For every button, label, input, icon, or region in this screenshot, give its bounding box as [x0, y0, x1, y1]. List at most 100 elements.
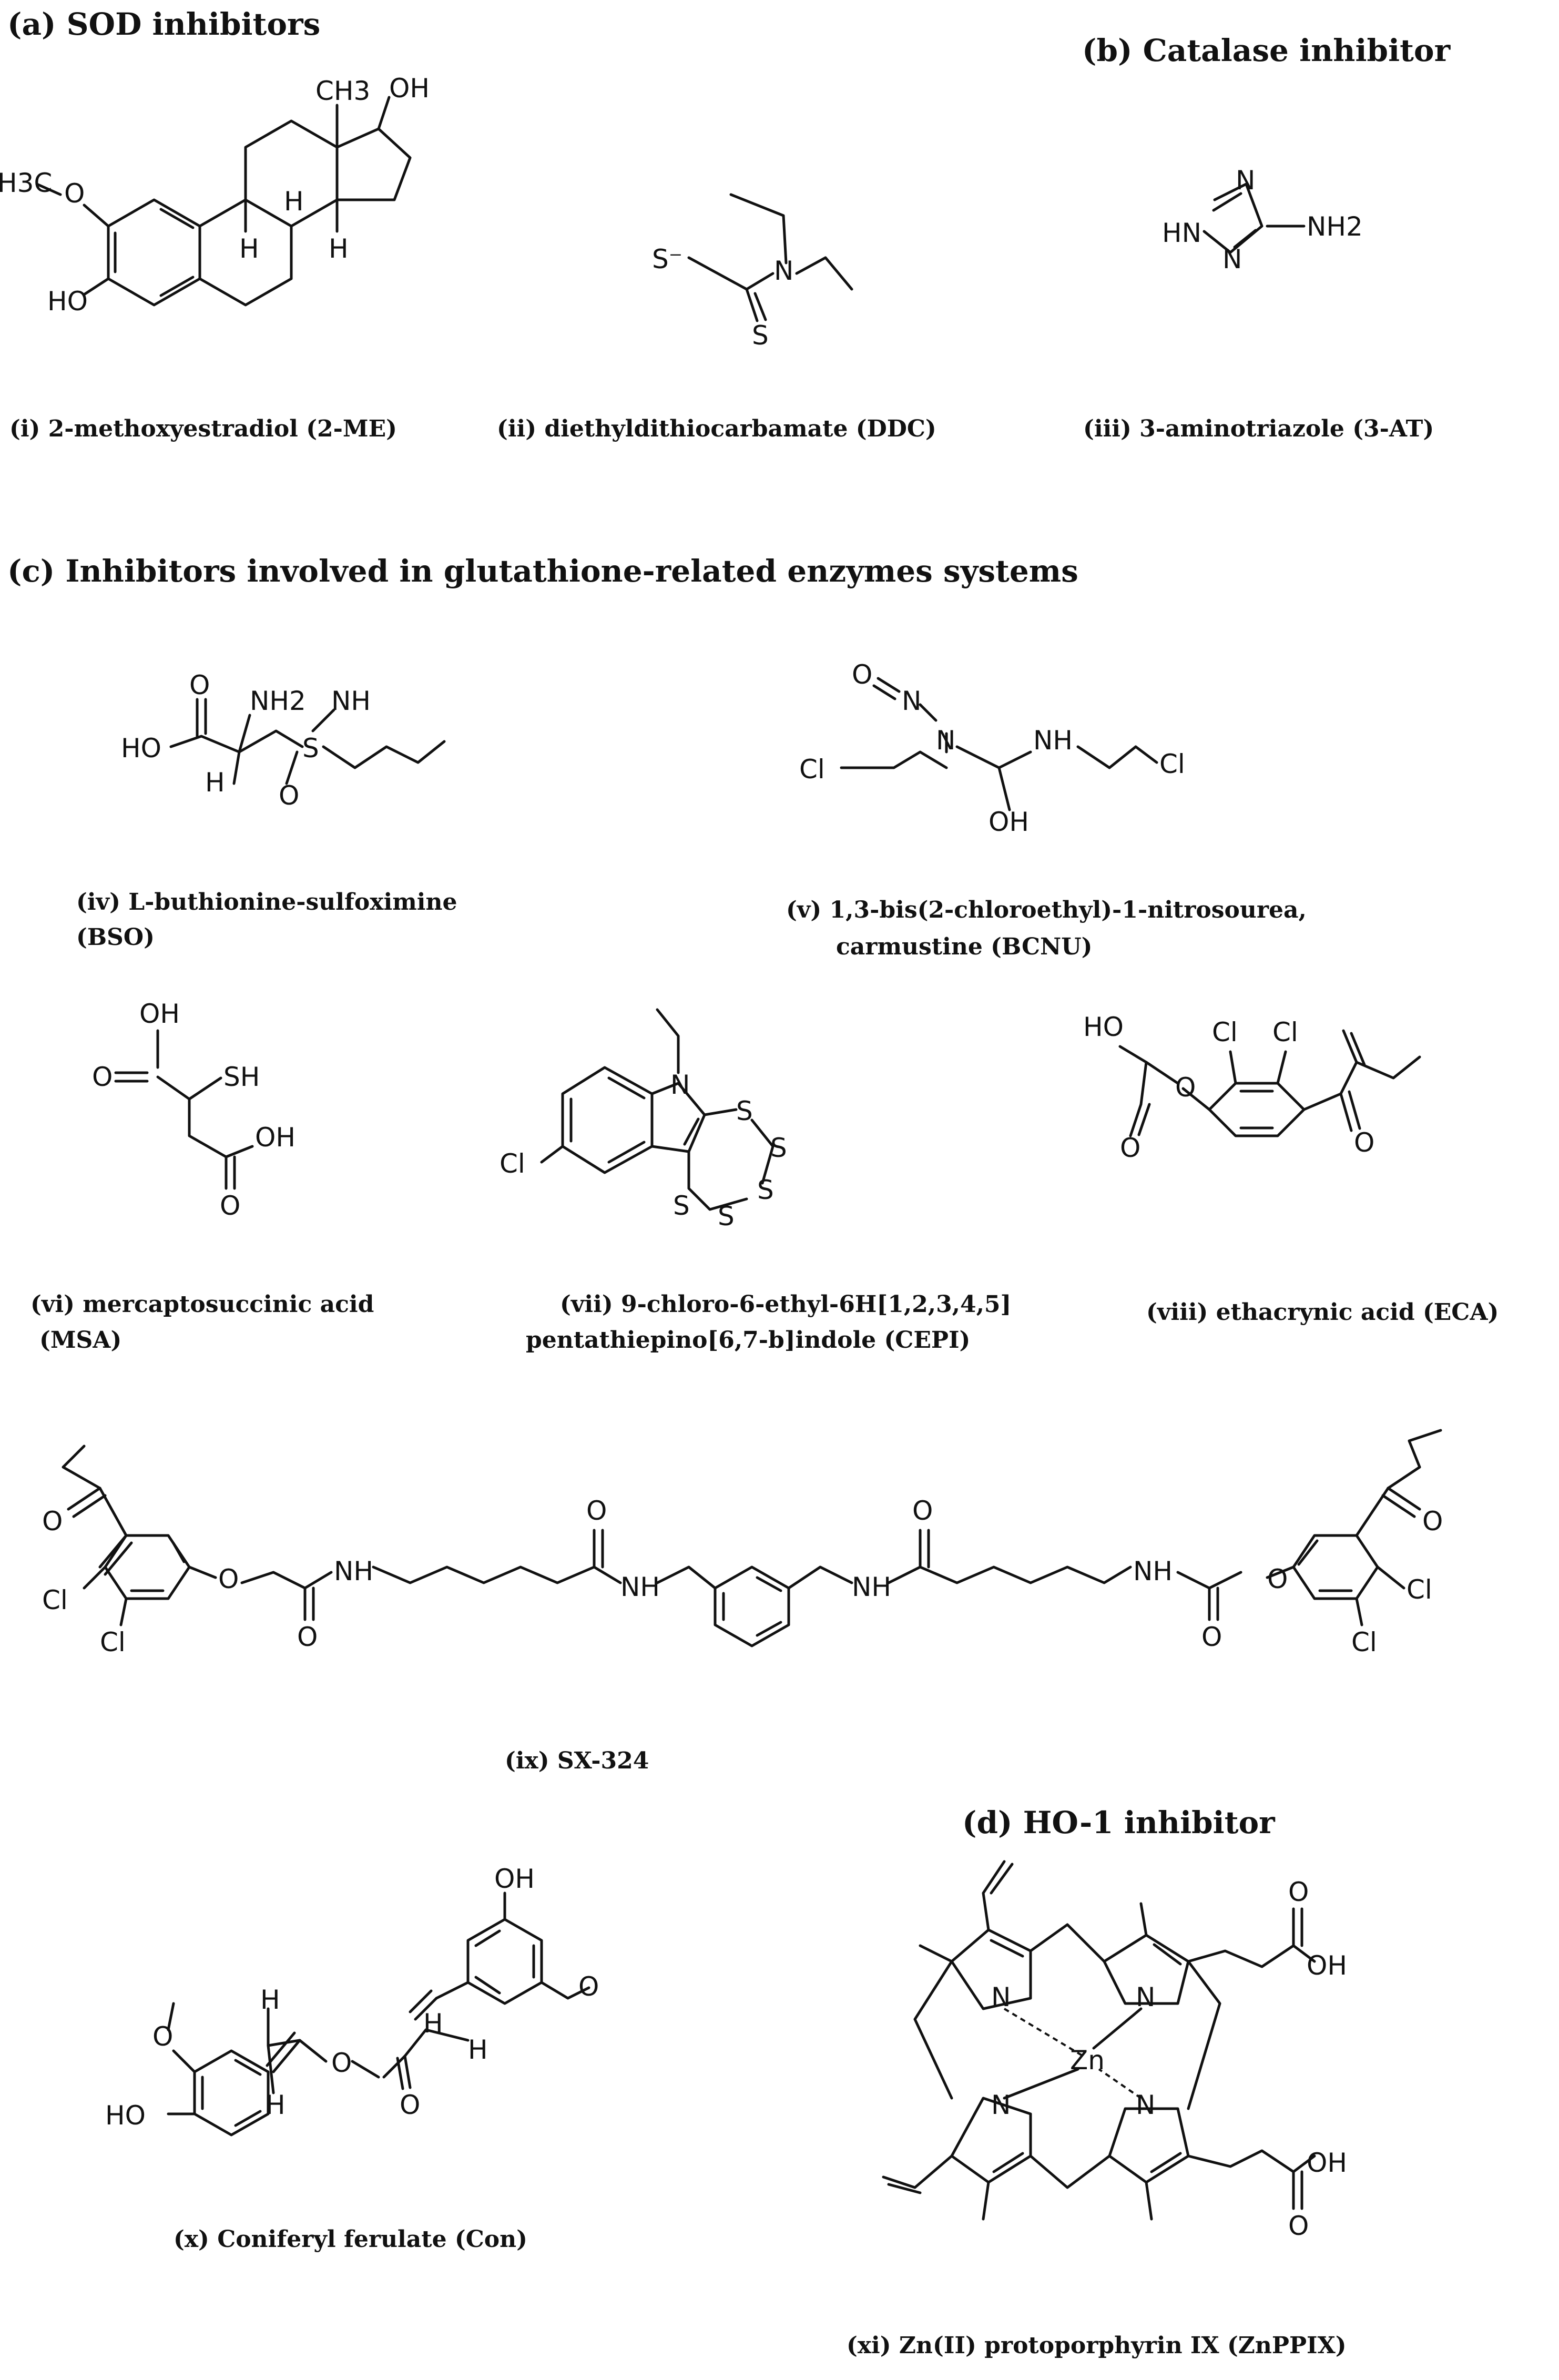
atom-cl: Cl	[799, 754, 825, 785]
caption-iv-line1: (iv) L-buthionine-sulfoximine	[76, 889, 457, 916]
atom-o: O	[578, 1971, 599, 2002]
atom-cl: Cl	[500, 1148, 525, 1179]
atom-n: N	[991, 1982, 1011, 2012]
atom-n: N	[1222, 244, 1242, 274]
atom-h: H	[468, 2035, 488, 2065]
section-title-glutathione: (c) Inhibitors involved in glutathione-r…	[7, 553, 1078, 589]
atom-oh: OH	[255, 1122, 296, 1153]
atom-oh: OH	[989, 807, 1029, 837]
atom-n: N	[1136, 1982, 1155, 2012]
atom-n: N	[902, 686, 921, 716]
atom-n: N	[991, 2090, 1011, 2120]
atom-nh: NH	[620, 1572, 660, 1602]
atom-cl: Cl	[100, 1627, 126, 1657]
atom-s: S	[770, 1133, 787, 1163]
atom-cl: Cl	[1159, 749, 1185, 779]
atom-o: O	[92, 1062, 113, 1092]
structure-3-aminotriazole: N N HN NH2	[1162, 165, 1388, 284]
atom-h: H	[284, 186, 304, 217]
atom-h: H	[205, 767, 225, 798]
atom-o: O	[42, 1506, 63, 1537]
atom-o: O	[852, 659, 872, 690]
atom-oh: OH	[389, 73, 430, 104]
atom-cl: Cl	[1212, 1017, 1238, 1047]
atom-h3c: H3C	[0, 168, 52, 198]
structure-msa: OH O SH OH O	[84, 994, 326, 1230]
caption-ii: (ii) diethyldithiocarbamate (DDC)	[497, 415, 936, 442]
atom-n: N	[1236, 165, 1255, 196]
atom-s: S	[752, 320, 769, 351]
atom-n: N	[936, 725, 955, 756]
atom-n: N	[774, 256, 793, 286]
structure-2-methoxyestradiol: H3C O CH3 OH HO H H H	[0, 73, 515, 368]
structure-bcnu: O N N NH Cl Cl OH	[799, 647, 1241, 847]
atom-ho: HO	[47, 286, 88, 317]
caption-vii-line1: (vii) 9-chloro-6-ethyl-6H[1,2,3,4,5]	[560, 1291, 1012, 1318]
atom-cl: Cl	[1407, 1574, 1432, 1605]
caption-iii: (iii) 3-aminotriazole (3-AT)	[1083, 415, 1434, 442]
atom-h: H	[260, 1985, 280, 2015]
atom-nh2: NH2	[1307, 211, 1363, 242]
atom-nh: NH	[331, 686, 371, 716]
atom-cl: Cl	[1351, 1627, 1377, 1657]
atom-o: O	[220, 1191, 240, 1221]
atom-o: O	[1120, 1133, 1140, 1163]
atom-o: O	[1354, 1127, 1374, 1158]
atom-nh2: NH2	[250, 686, 306, 716]
section-title-ho1: (d) HO-1 inhibitor	[962, 1805, 1275, 1840]
atom-ch3: CH3	[315, 76, 370, 106]
atom-o: O	[189, 670, 210, 700]
caption-ix: (ix) SX-324	[505, 1747, 649, 1774]
caption-v-line2: carmustine (BCNU)	[836, 933, 1093, 960]
atom-n: N	[670, 1070, 690, 1100]
atom-o: O	[152, 2021, 173, 2052]
atom-oh: OH	[494, 1864, 535, 1894]
structure-zn-protoporphyrin: N N N N Zn OH O OH O	[862, 1860, 1493, 2314]
caption-viii: (viii) ethacrynic acid (ECA)	[1146, 1299, 1499, 1326]
atom-s: S	[757, 1175, 774, 1205]
atom-oh: OH	[1307, 2148, 1347, 2178]
structure-cepi: N S S S S S Cl	[500, 989, 868, 1262]
atom-sh: SH	[223, 1062, 260, 1092]
atom-s: S	[736, 1096, 753, 1126]
caption-vi-line1: (vi) mercaptosuccinic acid	[30, 1291, 374, 1318]
section-title-sod: (a) SOD inhibitors	[7, 6, 321, 42]
atom-ho: HO	[105, 2100, 146, 2131]
section-title-catalase: (b) Catalase inhibitor	[1082, 33, 1451, 68]
atom-oh: OH	[1307, 1950, 1347, 1981]
atom-ho: HO	[121, 733, 161, 764]
atom-nh: NH	[334, 1556, 373, 1586]
atom-zn: Zn	[1070, 2045, 1105, 2076]
caption-v-line1: (v) 1,3-bis(2-chloroethyl)-1-nitrosourea…	[786, 897, 1307, 923]
atom-nh: NH	[852, 1572, 891, 1602]
atom-o: O	[912, 1496, 933, 1526]
atom-ho: HO	[1083, 1012, 1124, 1042]
structure-coniferyl-ferulate: OH O O HO H H H H O O	[105, 1864, 631, 2198]
atom-nh: NH	[1033, 725, 1073, 756]
atom-nh: NH	[1133, 1556, 1173, 1586]
caption-vii-line2: pentathiepino[6,7-b]indole (CEPI)	[526, 1327, 971, 1354]
atom-cl: Cl	[42, 1585, 68, 1615]
atom-o: O	[1422, 1506, 1443, 1537]
atom-o: O	[1288, 2211, 1309, 2241]
structure-bso: O HO NH2 H S NH O	[118, 668, 446, 826]
atom-h: H	[239, 233, 259, 264]
caption-x: (x) Coniferyl ferulate (Con)	[174, 2226, 527, 2253]
atom-o: O	[279, 780, 299, 811]
atom-s: S	[718, 1201, 735, 1232]
atom-o: O	[586, 1496, 607, 1526]
atom-hn: HN	[1162, 218, 1201, 248]
atom-methoxy-o: O	[64, 178, 85, 209]
atom-s: S	[673, 1191, 690, 1221]
atom-h: H	[329, 233, 349, 264]
atom-oh: OH	[139, 999, 180, 1029]
atom-h: H	[423, 2008, 443, 2039]
atom-n: N	[1136, 2090, 1155, 2120]
atom-h: H	[266, 2090, 286, 2120]
atom-cl: Cl	[1272, 1017, 1298, 1047]
caption-xi: (xi) Zn(II) protoporphyrin IX (ZnPPIX)	[847, 2332, 1347, 2359]
atom-o: O	[1288, 1877, 1309, 1907]
caption-i: (i) 2-methoxyestradiol (2-ME)	[9, 415, 397, 442]
atom-o: O	[400, 2090, 420, 2120]
caption-iv-line2: (BSO)	[76, 924, 155, 951]
